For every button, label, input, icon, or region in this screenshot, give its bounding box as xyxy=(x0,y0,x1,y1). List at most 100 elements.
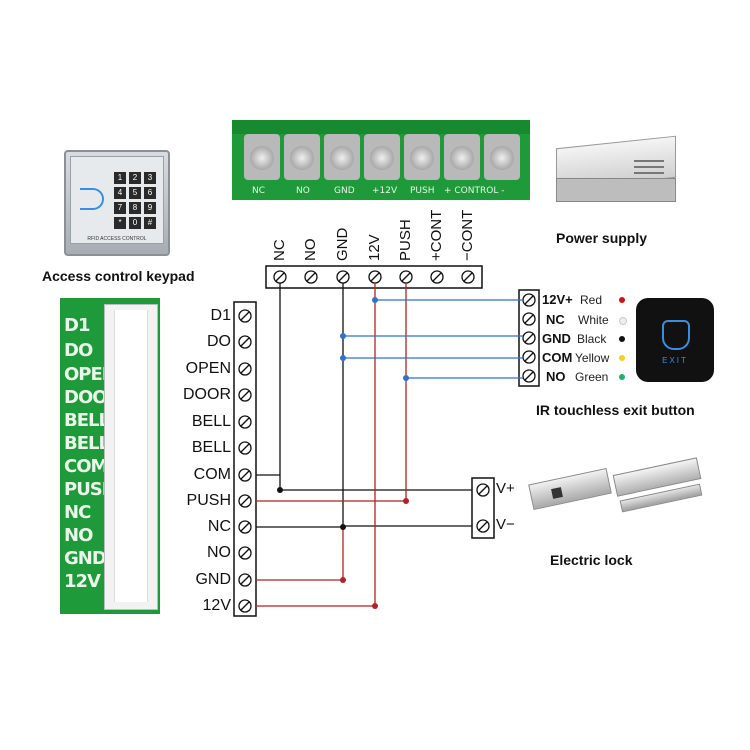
key: 6 xyxy=(144,187,156,199)
silk-label: 12V xyxy=(64,571,101,592)
silk-label: DOOR xyxy=(64,387,104,408)
keypad-brand: RFID ACCESS CONTROL xyxy=(87,236,147,242)
blue-wires xyxy=(343,299,523,379)
left-label-12v: 12V xyxy=(202,597,231,614)
green-dot-icon xyxy=(619,374,625,380)
key: 3 xyxy=(144,172,156,184)
top-label-nc: NC xyxy=(271,239,288,261)
left-terminal-block xyxy=(233,301,257,617)
keypad-image: 1 2 3 4 5 6 7 8 9 * 0 # RFID ACCESS CONT… xyxy=(64,150,170,256)
lock-screws xyxy=(476,483,490,533)
exit-pin-label: GND xyxy=(542,331,571,346)
rfid-icon xyxy=(80,188,104,210)
exit-pin-color: Black xyxy=(577,332,607,346)
exit-pin-color: White xyxy=(578,313,609,327)
silk-push: PUSH xyxy=(410,186,435,196)
screw-icon xyxy=(324,134,360,180)
top-label-ncont: −CONT xyxy=(459,209,476,261)
left-label-open: OPEN xyxy=(185,360,231,377)
silk-control: + CONTROL - xyxy=(444,186,505,196)
exit-pin-color: Red xyxy=(580,293,603,307)
lock-label-vplus: V+ xyxy=(496,480,515,497)
exit-caption: IR touchless exit button xyxy=(536,402,695,418)
left-label-push: PUSH xyxy=(186,492,231,509)
left-label-d1: D1 xyxy=(210,307,231,324)
top-terminal-block xyxy=(265,265,483,289)
key: 4 xyxy=(114,187,126,199)
keypad-caption: Access control keypad xyxy=(42,268,195,284)
left-label-door: DOOR xyxy=(183,386,231,403)
exit-pin-color: Yellow xyxy=(575,351,610,365)
top-label-pcont: +CONT xyxy=(428,209,445,261)
silk-no: NO xyxy=(296,186,310,196)
key: 2 xyxy=(129,172,141,184)
top-label-gnd: GND xyxy=(334,227,351,261)
exit-pin-label: COM xyxy=(542,350,573,365)
black-wires xyxy=(256,283,472,528)
controller-pcb xyxy=(60,298,160,614)
left-label-com: COM xyxy=(193,466,231,483)
screw-icon xyxy=(364,134,400,180)
lock-caption: Electric lock xyxy=(550,552,633,568)
screw-icon xyxy=(244,134,280,180)
exit-button-image: EXIT xyxy=(636,298,714,382)
left-screws xyxy=(238,309,252,613)
hand-icon xyxy=(662,320,690,350)
top-label-push: PUSH xyxy=(397,219,414,261)
left-label-gnd: GND xyxy=(195,571,231,588)
exit-screws xyxy=(522,293,536,383)
silk-label: DO xyxy=(64,340,93,361)
silk-gnd: GND xyxy=(334,186,355,196)
silk-label: D1 xyxy=(64,315,90,336)
top-label-no: NO xyxy=(302,238,319,262)
electric-lock-image xyxy=(522,452,703,532)
key: 5 xyxy=(129,187,141,199)
silk-label: BELL xyxy=(64,410,104,431)
silk-label: BELL xyxy=(64,433,104,454)
key: 0 xyxy=(129,217,141,229)
silk-label: NO xyxy=(64,525,93,546)
power-board-silk: NC NO GND +12V PUSH + CONTROL - xyxy=(244,186,524,198)
exit-pin-label: 12V+ xyxy=(542,292,573,307)
exit-pin-color: Green xyxy=(575,370,609,384)
left-label-do: DO xyxy=(207,333,231,350)
left-label-nc: NC xyxy=(207,518,231,535)
key: * xyxy=(114,217,126,229)
screw-icon xyxy=(404,134,440,180)
power-board-screws xyxy=(244,134,520,186)
key: 7 xyxy=(114,202,126,214)
lock-label-vminus: V− xyxy=(496,516,515,533)
silk-label: COM xyxy=(64,456,104,477)
silk-nc: NC xyxy=(252,186,266,196)
silk-label: OPEN xyxy=(64,364,104,385)
screw-icon xyxy=(484,134,520,180)
red-dot-icon xyxy=(619,297,625,303)
exit-text: EXIT xyxy=(662,356,688,365)
silk-label: NC xyxy=(64,502,91,523)
exit-pin-label: NO xyxy=(546,369,566,384)
exit-pin-label: NC xyxy=(546,312,565,327)
screw-icon xyxy=(444,134,480,180)
key: 1 xyxy=(114,172,126,184)
screw-icon xyxy=(284,134,320,180)
power-terminal-board: NC NO GND +12V PUSH + CONTROL - xyxy=(232,120,530,200)
red-wires xyxy=(256,283,407,607)
key: 8 xyxy=(129,202,141,214)
junction-dots xyxy=(277,297,409,609)
white-dot-icon xyxy=(619,317,627,325)
silk-label: PUSH xyxy=(64,479,104,500)
left-label-bell-2: BELL xyxy=(191,439,231,456)
lock-terminal-block xyxy=(471,477,495,539)
power-supply-image xyxy=(548,134,678,206)
silk-12v: +12V xyxy=(372,186,398,196)
top-label-12v: 12V xyxy=(366,234,383,261)
power-supply-caption: Power supply xyxy=(556,230,648,246)
key: 9 xyxy=(144,202,156,214)
yellow-dot-icon xyxy=(619,355,625,361)
black-dot-icon xyxy=(619,336,625,342)
left-label-no: NO xyxy=(207,544,231,561)
key: # xyxy=(144,217,156,229)
left-label-bell: BELL xyxy=(191,413,231,430)
silk-label: GND xyxy=(64,548,104,569)
